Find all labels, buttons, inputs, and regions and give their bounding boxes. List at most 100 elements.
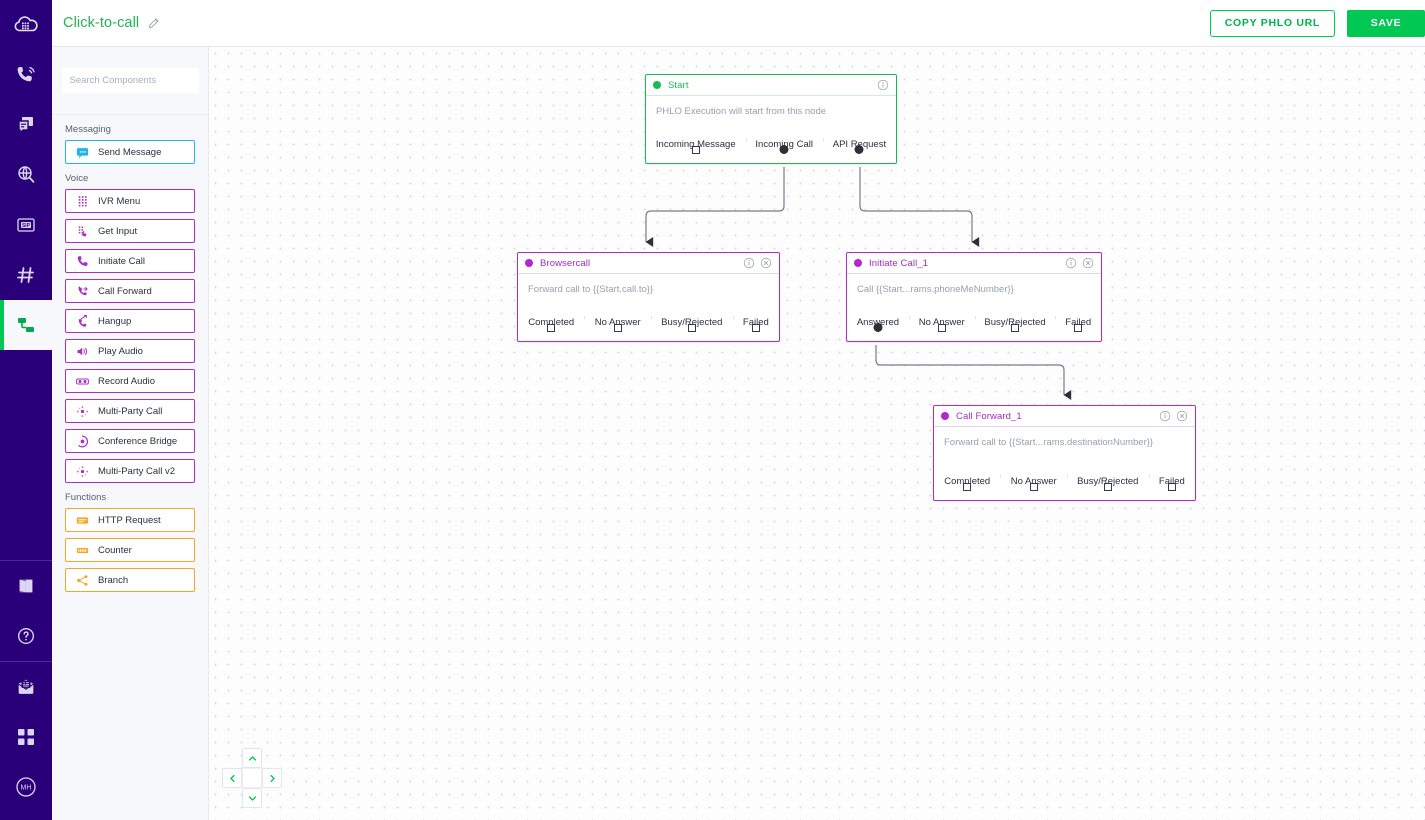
port-failed[interactable]: Failed [732,315,779,332]
port-handle[interactable] [854,145,864,154]
port-handle[interactable] [1103,483,1112,491]
close-circle-icon[interactable] [1176,410,1188,422]
node-header[interactable]: Initiate Call_1 [847,253,1101,274]
node-close-button[interactable] [760,257,772,269]
rail-item-billing[interactable] [0,662,52,712]
node-body: Call {{Start...rams.phoneMeNumber}} [857,284,1014,295]
rail-item-voice[interactable] [0,50,52,100]
speaker-icon [66,344,98,359]
component-http-request[interactable]: HTTP Request [65,508,195,532]
copy-phlo-url-button[interactable]: COPY PHLO URL [1209,9,1335,37]
port-failed[interactable]: Failed [1055,315,1101,332]
node-info-button[interactable] [877,79,889,91]
port-completed[interactable]: Completed [518,315,584,332]
component-record-audio[interactable]: Record Audio [65,369,195,393]
port-handle[interactable] [1167,483,1176,491]
port-busy-rejected[interactable]: Busy/Rejected [650,315,733,332]
port-completed[interactable]: Completed [934,474,1000,491]
rail-item-sip[interactable]: SIP [0,200,52,250]
component-get-input[interactable]: Get Input [65,219,195,243]
port-no-answer[interactable]: No Answer [584,315,650,332]
port-failed[interactable]: Failed [1148,474,1195,491]
component-call-forward[interactable]: Call Forward [65,279,195,303]
port-no-answer[interactable]: No Answer [908,315,975,332]
component-initiate-call[interactable]: Initiate Call [65,249,195,273]
port-api-request[interactable]: API Request [822,137,896,154]
port-handle[interactable] [691,146,700,154]
component-label: Play Audio [98,345,143,357]
component-conference-bridge[interactable]: Conference Bridge [65,429,195,453]
counter-icon [76,547,88,553]
port-no-answer[interactable]: No Answer [1000,474,1066,491]
rail-item-messaging[interactable] [0,100,52,150]
node-info-button[interactable] [1065,257,1077,269]
component-group-label: Voice [65,173,89,184]
chevron-up-icon [248,755,256,761]
component-counter[interactable]: Counter [65,538,195,562]
rail-item-help[interactable] [0,611,52,661]
record-reels-icon [75,378,89,384]
node-header[interactable]: Start [646,75,896,96]
pan-control [222,748,282,808]
port-handle[interactable] [751,324,760,332]
node-header[interactable]: Call Forward_1 [934,406,1195,427]
component-play-audio[interactable]: Play Audio [65,339,195,363]
rail-item-apps[interactable] [0,712,52,762]
port-busy-rejected[interactable]: Busy/Rejected [974,315,1056,332]
component-send-message[interactable]: Send Message [65,140,195,164]
close-circle-icon[interactable] [760,257,772,269]
port-handle[interactable] [779,145,789,154]
port-handle[interactable] [873,323,883,332]
save-button[interactable]: SAVE [1347,9,1425,37]
port-label: No Answer [1010,476,1057,487]
port-answered[interactable]: Answered [847,315,909,332]
pan-left-button[interactable] [222,768,242,788]
port-handle[interactable] [1074,324,1083,332]
info-icon[interactable] [1065,257,1077,269]
plivo-logo[interactable] [0,0,52,50]
node-info-button[interactable] [743,257,755,269]
port-handle[interactable] [687,324,696,332]
port-handle[interactable] [963,483,972,491]
port-incoming-message[interactable]: Incoming Message [646,137,746,154]
port-handle[interactable] [613,324,622,332]
node-info-button[interactable] [1159,410,1171,422]
rail-item-lookup[interactable] [0,150,52,200]
port-handle[interactable] [1029,483,1038,491]
pan-right-button[interactable] [262,768,282,788]
port-handle[interactable] [547,324,556,332]
info-icon[interactable] [743,257,755,269]
rail-item-numbers[interactable] [0,250,52,300]
port-handle[interactable] [937,324,946,332]
node-close-button[interactable] [1082,257,1094,269]
port-incoming-call[interactable]: Incoming Call [745,137,823,154]
component-ivr-menu[interactable]: IVR Menu [65,189,195,213]
search-input[interactable] [61,68,199,93]
component-multi-party-call[interactable]: Multi-Party Call [65,399,195,423]
pan-up-button[interactable] [242,748,262,768]
info-icon[interactable] [877,79,889,91]
node-header[interactable]: Browsercall [518,253,779,274]
component-multi-party-call-v2[interactable]: Multi-Party Call v2 [65,459,195,483]
phone-icon [77,255,87,266]
rail-divider-2 [0,661,52,662]
info-icon[interactable] [1159,410,1171,422]
call-forward-icon [66,284,98,299]
port-busy-rejected[interactable]: Busy/Rejected [1066,474,1149,491]
pan-down-button[interactable] [242,788,262,808]
component-branch[interactable]: Branch [65,568,195,592]
rail-item-phlo[interactable] [0,300,52,350]
component-hangup[interactable]: Hangup [65,309,195,333]
edit-name-button[interactable] [147,17,160,30]
close-circle-icon[interactable] [1082,257,1094,269]
rail-item-account[interactable]: MH [0,762,52,812]
port-handle[interactable] [1011,324,1019,332]
node-close-button[interactable] [1176,410,1188,422]
rail-item-docs[interactable] [0,561,52,611]
component-label: Branch [98,574,129,586]
